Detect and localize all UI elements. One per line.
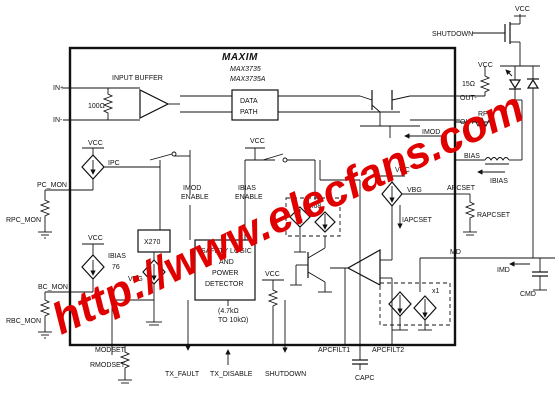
ibias76-label-b: 76 xyxy=(112,264,120,271)
shutdown-top-label: SHUTDOWN xyxy=(432,31,473,38)
vcc-ipc-label: VCC xyxy=(88,140,103,147)
capc-label: CAPC xyxy=(355,375,374,382)
safety-label-3: POWER xyxy=(212,270,238,277)
rapcset-label: RAPCSET xyxy=(477,212,511,219)
pin-out-plus: OUT+ xyxy=(460,119,479,126)
x270-label: X270 xyxy=(144,239,160,246)
pin-apcfilt1: APCFILT1 xyxy=(318,347,350,354)
chip-outline xyxy=(68,46,457,347)
data-path-block xyxy=(231,89,279,121)
r100-label: 100Ω xyxy=(88,103,105,110)
part-number-2: MAX3735A xyxy=(230,76,266,83)
vcc-safety-label: VCC xyxy=(265,271,280,278)
rp-label: RP xyxy=(478,111,488,118)
pin-bc-mon: BC_MON xyxy=(38,284,68,291)
part-number-1: MAX3735 xyxy=(230,66,261,73)
imod-internal-label: IMOD xyxy=(422,129,440,136)
path-label: PATH xyxy=(240,109,258,116)
imod-enable-label: IMOD xyxy=(183,185,201,192)
rmodset-label: RMODSET xyxy=(90,362,126,369)
iapcset-label: IAPCSET xyxy=(402,217,433,224)
ibias76-label-a: IBIAS xyxy=(108,253,126,260)
ibias-external-label: IBIAS xyxy=(490,178,508,185)
cmd-label: CMD xyxy=(520,291,536,298)
ipc-label: IPC xyxy=(108,160,120,167)
maxim-logo: MAXIM xyxy=(222,52,258,63)
vbg-right-label: VBG xyxy=(407,187,422,194)
vcc-apc-label: VCC xyxy=(395,167,410,174)
data-label: DATA xyxy=(240,98,258,105)
apc-amplifier xyxy=(346,248,381,286)
r10k-label: TO 10kΩ) xyxy=(218,317,248,324)
pin-apcset: APCSET xyxy=(447,185,476,192)
pin-in-plus: IN+ xyxy=(53,85,64,92)
vbg-left-label: VBG xyxy=(128,276,143,283)
input-buffer-symbol xyxy=(139,89,170,119)
x68-mirror-box xyxy=(285,197,341,237)
imod-enable-text: ENABLE xyxy=(181,194,209,201)
pin-out-minus: OUT- xyxy=(460,95,477,102)
pin-in-minus: IN- xyxy=(53,117,63,124)
watermark-text: http://www.elecfans.com xyxy=(45,82,532,344)
input-resistor xyxy=(102,88,114,120)
pin-apcfilt2: APCFILT2 xyxy=(372,347,404,354)
vcc-ibias-label: VCC xyxy=(250,138,265,145)
r47k-label: (4.7kΩ xyxy=(218,308,239,315)
r15-label: 15Ω xyxy=(462,81,475,88)
pin-tx-fault: TX_FAULT xyxy=(165,371,200,378)
vcc-top-label: VCC xyxy=(515,6,530,13)
pin-md: MD xyxy=(450,249,461,256)
pin-shutdown: SHUTDOWN xyxy=(265,371,306,378)
vcc-bc-label: VCC xyxy=(88,235,103,242)
rpc-mon-label: RPC_MON xyxy=(6,217,41,224)
input-buffer-label: INPUT BUFFER xyxy=(112,75,163,82)
photo-diode-icon xyxy=(526,78,540,89)
pin-tx-disable: TX_DISABLE xyxy=(210,371,253,378)
x1-label: x1 xyxy=(432,288,440,295)
pin-modset: MODSET xyxy=(95,347,126,354)
vcc-out-label: VCC xyxy=(478,62,493,69)
safety-logic-block xyxy=(194,239,256,301)
ibias-enable-label: IBIAS xyxy=(238,185,256,192)
pin-pc-mon: PC_MON xyxy=(37,182,67,189)
imd-label: IMD xyxy=(497,267,510,274)
safety-label-2: AND xyxy=(219,259,234,266)
ibias-enable-text: ENABLE xyxy=(235,194,263,201)
pin-bias: BIAS xyxy=(464,153,480,160)
safety-label-1: SAFETY LOGIC xyxy=(201,248,252,255)
x1-mirror-box xyxy=(379,282,451,326)
safety-label-4: DETECTOR xyxy=(205,281,243,288)
x68-label: x68 xyxy=(310,203,321,210)
rbc-mon-label: RBC_MON xyxy=(6,318,41,325)
